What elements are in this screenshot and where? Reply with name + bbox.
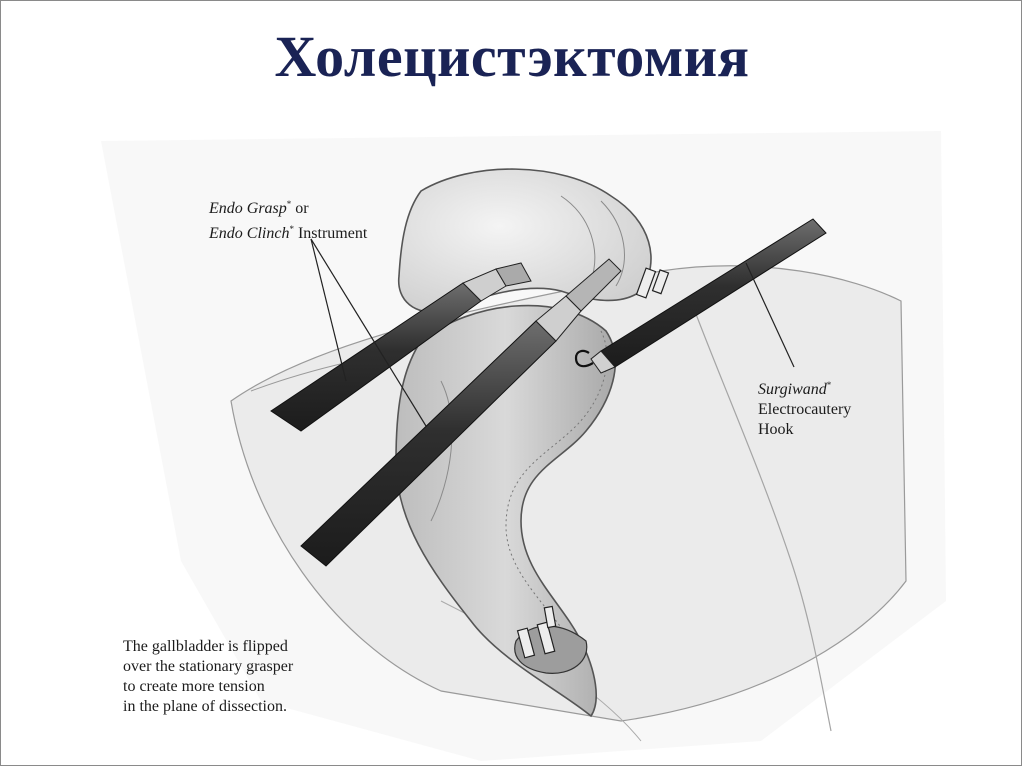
label-surgiwand: Surgiwand* Electrocautery Hook [758, 375, 851, 440]
label-surgiwand-mark: * [826, 380, 832, 390]
label-endo-grasp-name: Endo Grasp [209, 200, 287, 217]
leader-line-endo-2 [310, 238, 427, 427]
label-endo-grasp-mark: * [286, 199, 292, 209]
leader-line-surgiwand [745, 262, 795, 368]
label-surgiwand-line2: Electrocautery [758, 401, 852, 418]
slide-title: Холецистэктомия [274, 24, 750, 89]
figure-caption: The gallbladder is flipped over the stat… [123, 637, 293, 717]
endo-grasp-instrument-left [270, 262, 532, 432]
leader-line-endo-1 [310, 238, 347, 382]
gallbladder-shading [430, 380, 453, 522]
label-endo-grasp: Endo Grasp* or Endo Clinch* Instrument [209, 194, 367, 244]
caption-line: The gallbladder is flipped [123, 638, 288, 655]
caption-line: over the stationary grasper [123, 658, 294, 675]
cystic-duct-clips [514, 605, 588, 674]
label-instrument: Instrument [293, 225, 368, 242]
caption-line: in the plane of dissection. [123, 698, 287, 715]
liver-surface [230, 265, 907, 722]
tissue-fold-right [690, 300, 832, 732]
label-endo-grasp-or: or [291, 200, 309, 217]
top-clip [635, 267, 670, 299]
label-surgiwand-name: Surgiwand [758, 381, 827, 398]
label-endo-clinch-name: Endo Clinch [209, 225, 290, 242]
label-endo-clinch-mark: * [289, 224, 294, 234]
caption-line: to create more tension [123, 678, 265, 695]
label-surgiwand-line3: Hook [758, 421, 794, 438]
surgiwand-electrocautery-hook [574, 218, 827, 374]
gallbladder-edge-detail [505, 330, 608, 652]
endo-grasp-instrument-center [300, 258, 622, 567]
